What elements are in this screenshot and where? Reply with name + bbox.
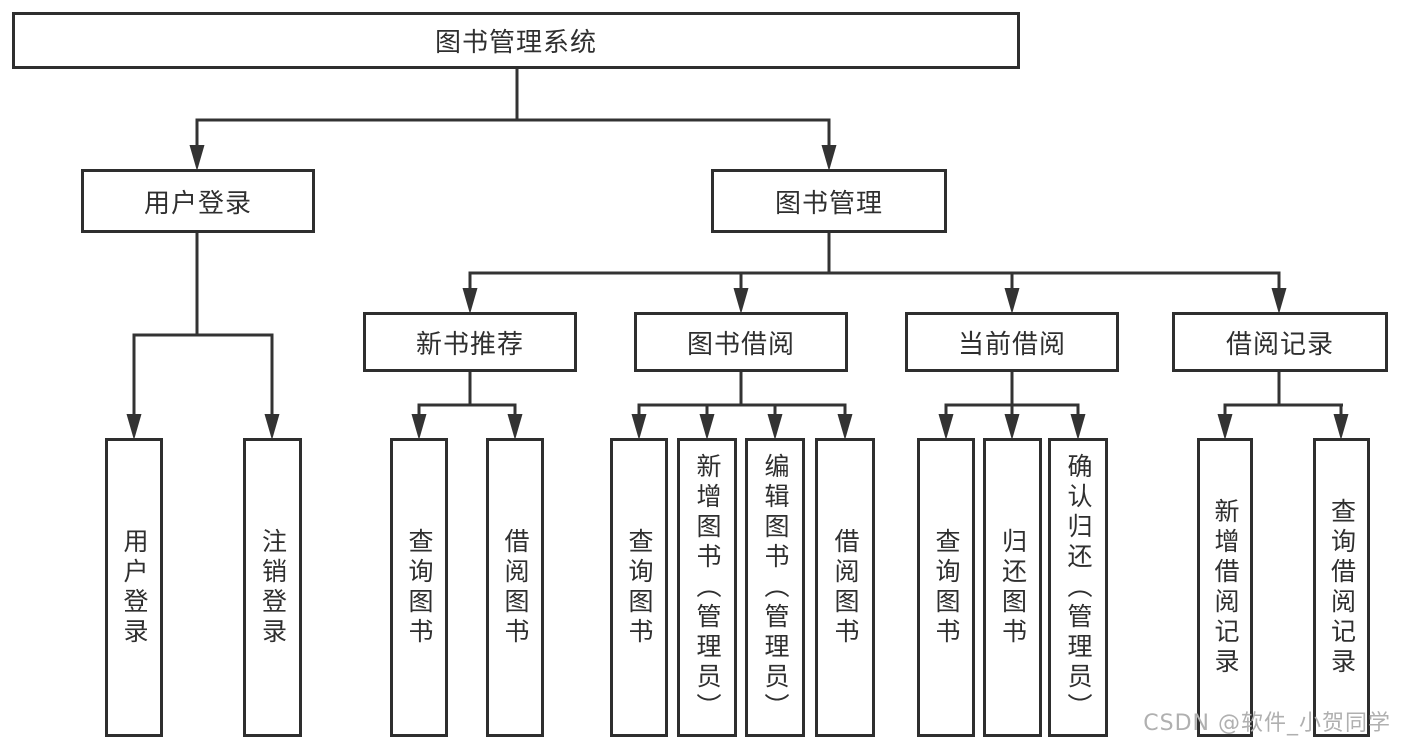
node-leaf-return-book: 归还图书 (983, 438, 1042, 737)
node-leaf-logout: 注销登录 (243, 438, 302, 737)
node-user-login: 用户登录 (81, 169, 315, 233)
node-leaf-logout-label: 注销登录 (258, 527, 288, 648)
node-book-management-label: 图书管理 (774, 188, 883, 219)
node-borrow-records-label: 借阅记录 (1225, 329, 1334, 360)
node-current-borrow-label: 当前借阅 (957, 329, 1066, 360)
node-book-borrow: 图书借阅 (634, 312, 848, 372)
node-leaf-confirm-return-admin-label: 确认归还（管理员） (1064, 452, 1093, 723)
node-leaf-query-books-recommend: 查询图书 (390, 438, 448, 737)
node-leaf-add-borrow-record-label: 新增借阅记录 (1211, 497, 1240, 678)
node-book-management: 图书管理 (711, 169, 947, 233)
node-user-login-label: 用户登录 (143, 188, 252, 219)
node-root: 图书管理系统 (12, 12, 1020, 69)
arrowheads (126, 145, 1349, 440)
node-borrow-records: 借阅记录 (1172, 312, 1388, 372)
node-leaf-edit-book-admin: 编辑图书（管理员） (745, 438, 805, 737)
node-leaf-add-book-admin-label: 新增图书（管理员） (693, 452, 722, 723)
node-leaf-query-books-borrow: 查询图书 (610, 438, 668, 737)
node-leaf-return-book-label: 归还图书 (998, 527, 1028, 648)
node-leaf-borrow-books-borrow: 借阅图书 (815, 438, 875, 737)
node-leaf-edit-book-admin-label: 编辑图书（管理员） (761, 452, 790, 723)
node-leaf-query-books-borrow-label: 查询图书 (625, 527, 654, 648)
node-leaf-query-books-current-label: 查询图书 (932, 527, 961, 648)
node-leaf-add-book-admin: 新增图书（管理员） (677, 438, 737, 737)
node-leaf-confirm-return-admin: 确认归还（管理员） (1048, 438, 1108, 737)
node-leaf-query-borrow-record: 查询借阅记录 (1313, 438, 1370, 737)
node-leaf-add-borrow-record: 新增借阅记录 (1197, 438, 1253, 737)
node-root-label: 图书管理系统 (434, 28, 597, 58)
node-leaf-user-login-label: 用户登录 (120, 527, 149, 648)
node-new-book-recommend: 新书推荐 (363, 312, 577, 372)
node-leaf-user-login: 用户登录 (105, 438, 163, 737)
node-leaf-query-books-current: 查询图书 (917, 438, 975, 737)
node-leaf-borrow-books-recommend: 借阅图书 (486, 438, 544, 737)
node-leaf-borrow-books-recommend-label: 借阅图书 (501, 527, 530, 648)
node-leaf-query-borrow-record-label: 查询借阅记录 (1327, 497, 1357, 678)
node-leaf-borrow-books-borrow-label: 借阅图书 (831, 527, 860, 648)
watermark: CSDN @软件_小贺同学 (1143, 711, 1391, 736)
node-book-borrow-label: 图书借阅 (686, 329, 795, 360)
node-new-book-recommend-label: 新书推荐 (415, 329, 524, 360)
node-leaf-query-books-recommend-label: 查询图书 (405, 527, 434, 648)
node-current-borrow: 当前借阅 (905, 312, 1119, 372)
